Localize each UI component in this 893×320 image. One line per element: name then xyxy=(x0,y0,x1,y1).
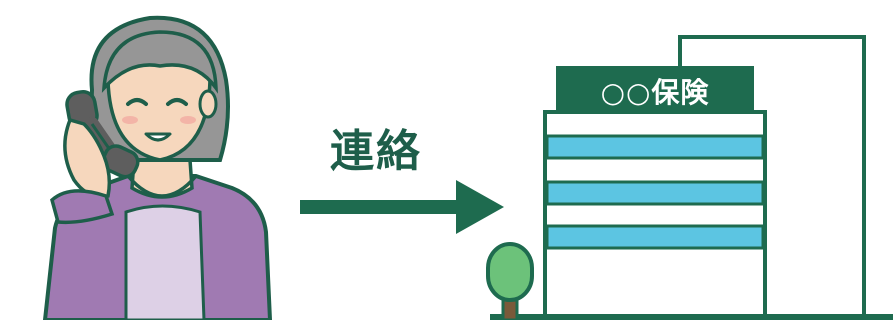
company-sign xyxy=(556,66,754,112)
mouth xyxy=(144,132,172,142)
neck xyxy=(130,158,194,199)
window-band xyxy=(545,180,765,206)
tree-illustration xyxy=(486,242,534,320)
left-eye xyxy=(126,98,148,106)
left-cheek xyxy=(122,116,138,124)
contact-label: 連絡 xyxy=(330,126,422,177)
hand xyxy=(63,117,112,199)
company-sign-text: ○○保険 xyxy=(600,76,710,109)
inner-shirt xyxy=(124,204,206,320)
person-illustration xyxy=(43,15,272,320)
phone-handset-icon xyxy=(65,89,140,179)
window-band xyxy=(545,134,765,160)
hair-bangs xyxy=(101,30,218,94)
insurance-building-illustration xyxy=(490,35,893,320)
ear xyxy=(198,89,218,119)
window-band xyxy=(545,224,765,250)
ground-line xyxy=(490,314,893,320)
right-eye xyxy=(166,98,188,106)
sleeve xyxy=(50,189,115,225)
arrow-right-icon xyxy=(300,180,504,234)
collar-line xyxy=(126,174,198,198)
right-cheek xyxy=(180,116,196,124)
